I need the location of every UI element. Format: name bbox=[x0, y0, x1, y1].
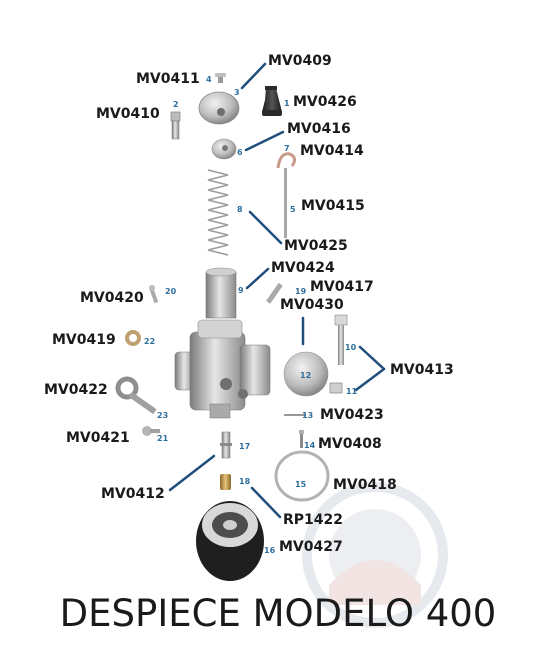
leader-lines bbox=[168, 62, 386, 519]
part-number-23: 23 bbox=[157, 411, 168, 420]
float-bowl-part-16 bbox=[196, 501, 264, 581]
needle-part-5 bbox=[284, 168, 287, 238]
code-mv0412: MV0412 bbox=[101, 486, 165, 502]
jet-holder-part-17 bbox=[220, 431, 232, 459]
code-mv0420: MV0420 bbox=[80, 290, 144, 306]
washer-part-22 bbox=[125, 330, 141, 346]
part-number-9: 9 bbox=[238, 286, 244, 295]
code-mv0427: MV0427 bbox=[279, 539, 343, 555]
float-ring-part-15 bbox=[274, 450, 330, 502]
leader-mv0424 bbox=[245, 267, 270, 290]
part-number-6: 6 bbox=[237, 148, 243, 157]
part-number-20: 20 bbox=[165, 287, 177, 296]
code-mv0430: MV0430 bbox=[280, 297, 344, 313]
code-mv0413: MV0413 bbox=[390, 362, 454, 378]
throttle-slide-part-9 bbox=[205, 267, 237, 319]
screw-part-20 bbox=[149, 285, 159, 304]
part-number-7: 7 bbox=[284, 144, 290, 153]
code-rp1422: RP1422 bbox=[283, 512, 343, 528]
screw-part-21 bbox=[142, 426, 160, 436]
watermark-emblem bbox=[302, 482, 448, 628]
code-mv0408: MV0408 bbox=[318, 436, 382, 452]
code-mv0422: MV0422 bbox=[44, 382, 108, 398]
rubber-boot-part-1 bbox=[262, 86, 282, 116]
part-number-13: 13 bbox=[302, 411, 313, 420]
part-number-1: 1 bbox=[284, 99, 290, 108]
part-number-18: 18 bbox=[239, 477, 251, 486]
leader-mv0412 bbox=[168, 454, 216, 492]
code-mv0411: MV0411 bbox=[136, 71, 200, 87]
part-number-15: 15 bbox=[295, 480, 307, 489]
part-number-2: 2 bbox=[173, 100, 179, 109]
part-numbers: 4 3 2 1 6 7 5 8 9 20 19 22 10 11 12 23 1… bbox=[144, 75, 358, 555]
code-mv0418: MV0418 bbox=[333, 477, 397, 493]
main-jet-part-18 bbox=[220, 474, 231, 490]
part-number-16: 16 bbox=[264, 546, 276, 555]
part-number-3: 3 bbox=[234, 88, 240, 97]
code-mv0425: MV0425 bbox=[284, 238, 348, 254]
leader-mv0416 bbox=[244, 130, 285, 152]
leader-mv0425 bbox=[248, 210, 283, 245]
part-number-5: 5 bbox=[290, 205, 296, 214]
code-mv0426: MV0426 bbox=[293, 94, 357, 110]
code-mv0423: MV0423 bbox=[320, 407, 384, 423]
carburetor-body bbox=[174, 319, 271, 419]
part-number-10: 10 bbox=[345, 343, 357, 352]
part-number-8: 8 bbox=[237, 205, 243, 214]
part-number-4: 4 bbox=[206, 75, 212, 84]
bolt-part-10 bbox=[334, 314, 348, 365]
part-number-12: 12 bbox=[300, 371, 311, 380]
code-mv0410: MV0410 bbox=[96, 106, 160, 122]
clip-part-7 bbox=[276, 152, 297, 169]
banjo-part-23 bbox=[115, 376, 157, 415]
part-number-21: 21 bbox=[157, 434, 169, 443]
code-mv0424: MV0424 bbox=[271, 260, 335, 276]
code-mv0416: MV0416 bbox=[287, 121, 351, 137]
code-mv0419: MV0419 bbox=[52, 332, 116, 348]
idle-screw-part-19 bbox=[266, 282, 283, 304]
part-number-11: 11 bbox=[346, 387, 358, 396]
leader-mv0413-a bbox=[358, 345, 386, 371]
leader-rp1422 bbox=[250, 486, 282, 519]
part-number-19: 19 bbox=[295, 287, 307, 296]
code-mv0415: MV0415 bbox=[301, 198, 365, 214]
leader-mv0409 bbox=[240, 62, 267, 90]
part-number-22: 22 bbox=[144, 337, 155, 346]
code-mv0421: MV0421 bbox=[66, 430, 130, 446]
part-number-14: 14 bbox=[304, 441, 316, 450]
cap-disc-part-3 bbox=[198, 91, 240, 125]
float-part-12 bbox=[283, 351, 329, 397]
adjuster-part-2 bbox=[170, 111, 181, 140]
leader-mv0413-b bbox=[354, 367, 386, 392]
code-mv0409: MV0409 bbox=[268, 53, 332, 69]
code-mv0414: MV0414 bbox=[300, 143, 364, 159]
pin-part-13 bbox=[284, 414, 306, 416]
retainer-disc-part-6 bbox=[211, 138, 237, 160]
diagram-title: DESPIECE MODELO 400 bbox=[60, 592, 497, 635]
part-number-17: 17 bbox=[239, 442, 250, 451]
code-mv0417: MV0417 bbox=[310, 279, 374, 295]
float-needle-part-14 bbox=[299, 430, 304, 448]
nut-part-11 bbox=[329, 382, 343, 394]
spring-part-8 bbox=[207, 169, 229, 256]
screw-part-4 bbox=[215, 73, 226, 83]
part-codes: MV0411 MV0409 MV0410 MV0426 MV0416 MV041… bbox=[44, 53, 454, 555]
